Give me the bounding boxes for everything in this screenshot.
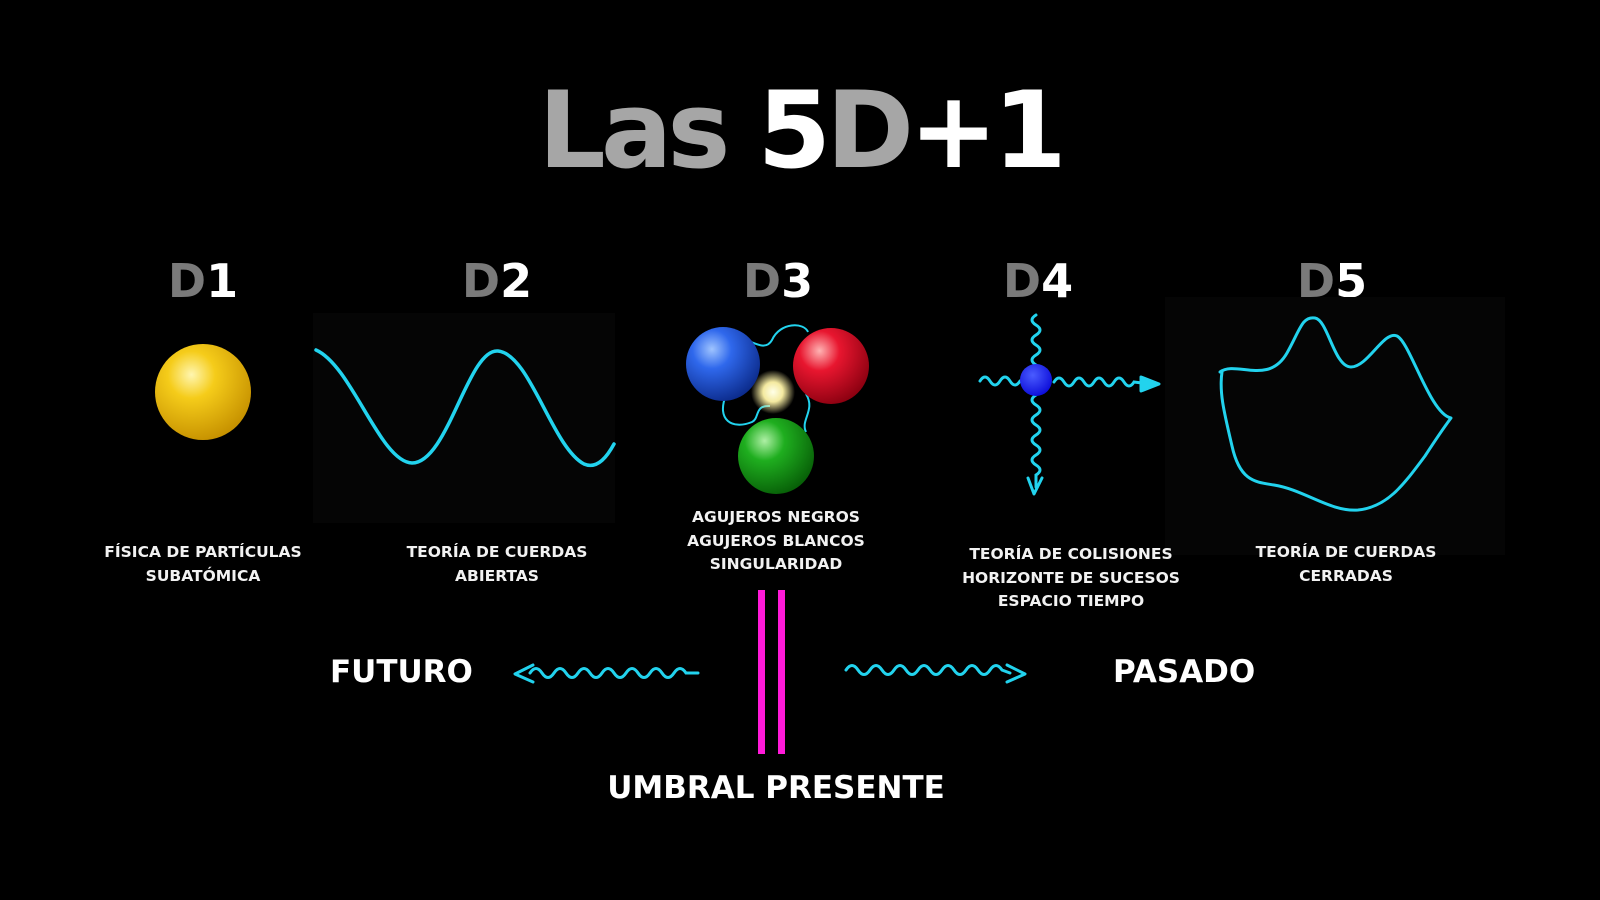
title-letter-d: D: [826, 69, 914, 192]
dimension-2-heading: D2: [461, 254, 533, 308]
dimension-4-caption: TEORÍA DE COLISIONES HORIZONTE DE SUCESO…: [962, 545, 1180, 610]
pasado-label: PASADO: [1113, 654, 1256, 690]
double-magenta-bar-icon: [758, 590, 785, 754]
futuro-label: FUTURO: [330, 654, 473, 690]
dimension-3-heading: D3: [742, 254, 814, 308]
dimension-1-heading: D1: [167, 254, 239, 308]
dimension-4-heading: D4: [1002, 254, 1074, 308]
title-number-5: 5: [757, 69, 831, 192]
open-string-wave-icon: [314, 348, 616, 468]
dimension-1-caption: FÍSICA DE PARTÍCULAS SUBATÓMICA: [104, 543, 302, 585]
title-plus-one: +1: [909, 69, 1067, 192]
closed-string-loop-icon: [1218, 316, 1453, 512]
dimension-2-caption: TEORÍA DE CUERDAS ABIERTAS: [406, 543, 588, 585]
page-title: Las 5D+1: [0, 78, 1600, 184]
wavy-right-arrow-icon: [844, 663, 1027, 684]
quark-triad-icon: [686, 324, 869, 494]
dimension-5-caption: TEORÍA DE CUERDAS CERRADAS: [1255, 543, 1437, 585]
dimension-5-heading: D5: [1296, 254, 1368, 308]
yellow-particle-icon: [155, 344, 251, 440]
wavy-left-arrow-icon: [513, 663, 700, 684]
open-string-panel: [313, 313, 615, 523]
dimension-3-caption: AGUJEROS NEGROS AGUJEROS BLANCOS SINGULA…: [687, 508, 865, 573]
umbral-presente-label: UMBRAL PRESENTE: [607, 770, 945, 806]
closed-string-panel: [1165, 297, 1505, 555]
wavy-crossed-arrows-icon: [978, 313, 1161, 496]
title-word-las: Las: [538, 69, 730, 192]
